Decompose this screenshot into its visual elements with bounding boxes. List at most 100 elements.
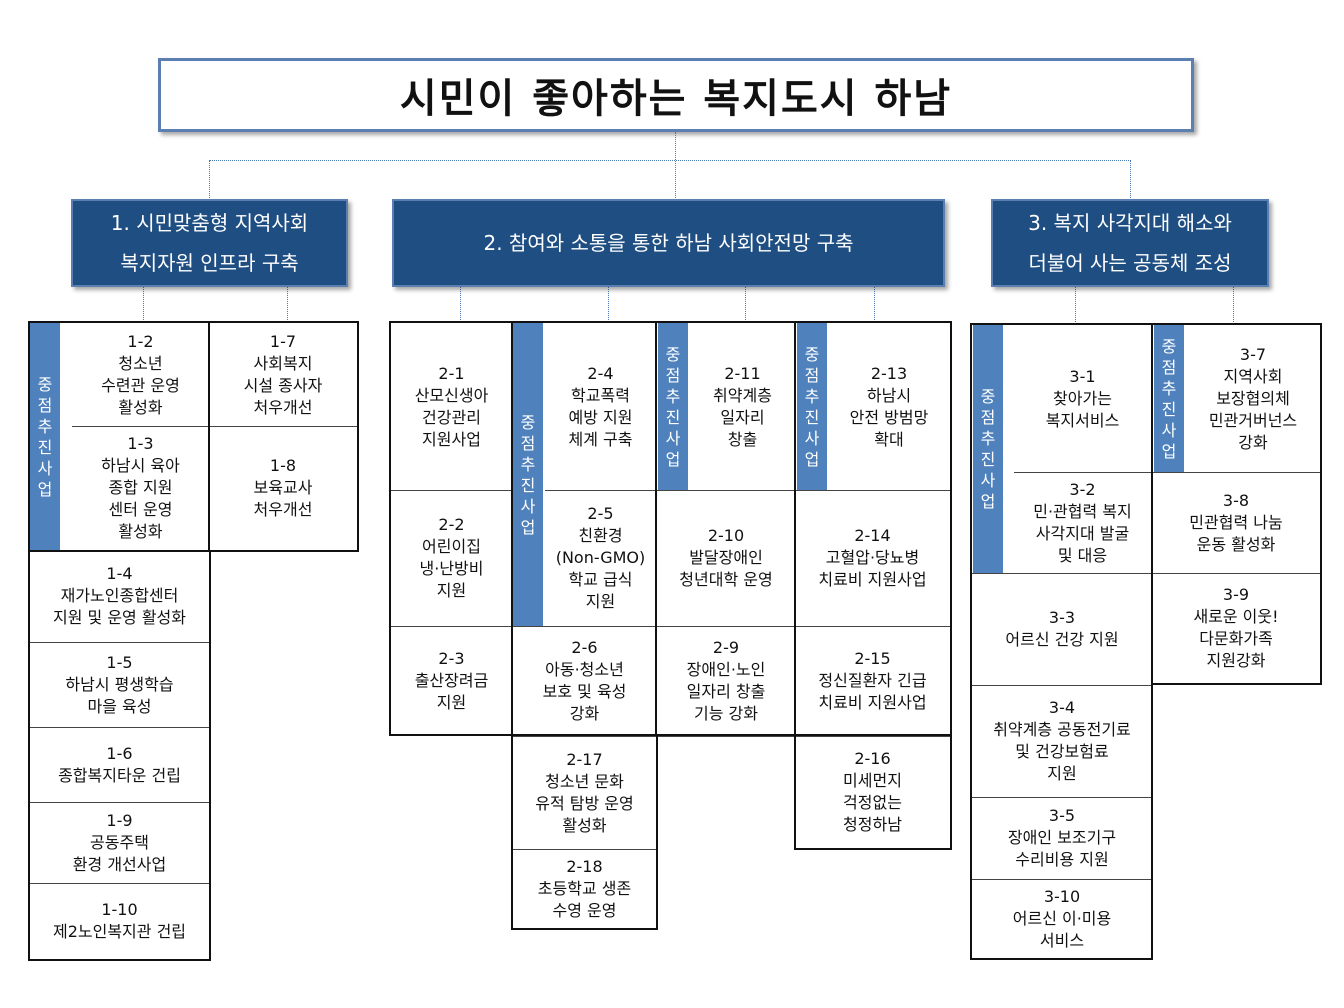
connector <box>287 286 288 322</box>
project-text: 및 건강보험료 <box>1015 742 1109 761</box>
project-1-9: 1-9 공동주택 환경 개선사업 <box>30 802 209 883</box>
grid-line <box>655 321 657 736</box>
grid-line <box>390 626 950 627</box>
project-number: 1-10 <box>101 900 138 919</box>
project-text: 공동주택 <box>90 832 149 852</box>
project-text: 하남시 평생학습 <box>65 674 174 694</box>
connector <box>1130 160 1131 200</box>
project-text: 청년대학 운영 <box>679 570 773 589</box>
project-text: 예방 지원 <box>568 407 633 427</box>
project-text: 산모신생아 <box>414 385 489 405</box>
goal-3-line-1: 3. 복지 사각지대 해소와 <box>1028 211 1232 235</box>
project-text: 복지서비스 <box>1045 410 1120 430</box>
project-number: 2-10 <box>707 526 745 545</box>
project-text: 수리비용 지원 <box>1015 850 1109 869</box>
project-text: 지원 <box>585 592 616 611</box>
project-text: 찾아가는 <box>1053 388 1112 408</box>
project-text: 시설 종사자 <box>243 375 323 395</box>
connector <box>460 286 461 322</box>
project-2-15: 2-15 정신질환자 긴급 치료비 지원사업 <box>796 626 949 736</box>
project-text: 마을 육성 <box>87 696 152 716</box>
project-text: 보육교사 <box>253 478 313 497</box>
project-3-5: 3-5 장애인 보조기구 수리비용 지원 <box>973 797 1151 879</box>
project-text: 서비스 <box>1039 930 1085 950</box>
project-text: 냉·난방비 <box>419 559 484 578</box>
connector <box>1233 286 1234 322</box>
project-text: 활성화 <box>562 815 607 835</box>
project-text: 일자리 <box>720 407 765 427</box>
project-number: 3-7 <box>1239 344 1267 364</box>
project-text: 청소년 문화 <box>545 771 624 791</box>
project-3-4: 3-4 취약계층 공동전기료 및 건강보험료 지원 <box>973 685 1151 797</box>
project-2-9: 2-9 장애인·노인 일자리 창출 기능 강화 <box>657 626 795 736</box>
connector <box>143 286 144 322</box>
project-number: 1-7 <box>269 331 297 351</box>
project-text: 어린이집 <box>422 537 481 556</box>
project-2-17: 2-17 청소년 문화 유적 탐방 운영 활성화 <box>513 736 656 849</box>
grid-line <box>30 727 209 728</box>
connector <box>209 160 210 200</box>
connector <box>745 286 746 322</box>
project-1-4: 1-4 재가노인종합센터 지원 및 운영 활성화 <box>30 550 209 642</box>
project-2-4: 2-4 학교폭력 예방 지원 체계 구축 <box>545 323 656 490</box>
project-text: 장애인·노인 <box>686 660 766 679</box>
project-number: 2-17 <box>566 749 603 769</box>
project-text: 지원사업 <box>422 429 481 449</box>
project-2-14: 2-14 고혈압·당뇨병 치료비 지원사업 <box>796 490 949 626</box>
goal-3: 3. 복지 사각지대 해소와 더불어 사는 공동체 조성 <box>991 199 1269 287</box>
connector <box>1075 286 1076 322</box>
grid-line <box>972 685 1151 686</box>
project-number: 1-4 <box>106 564 133 583</box>
project-number: 2-16 <box>854 749 891 768</box>
project-text: 창출 <box>727 429 758 449</box>
project-text: 활성화 <box>118 522 163 541</box>
goal-1: 1. 시민맞춤형 지역사회 복지자원 인프라 구축 <box>71 199 348 287</box>
project-number: 2-1 <box>438 363 465 383</box>
project-text: 친환경 <box>578 526 623 545</box>
project-text: 일자리 창출 <box>686 682 766 701</box>
project-text: 지역사회 <box>1223 366 1283 386</box>
project-number: 2-15 <box>854 649 891 668</box>
project-text: 및 대응 <box>1057 545 1108 565</box>
goal-2: 2. 참여와 소통을 통한 하남 사회안전망 구축 <box>392 199 945 287</box>
project-text: 지원 <box>436 692 467 712</box>
project-1-7: 1-7 사회복지 시설 종사자 처우개선 <box>209 323 357 426</box>
project-text: 청소년 <box>118 353 163 373</box>
project-text: 종합 지원 <box>108 478 173 497</box>
project-number: 3-2 <box>1069 479 1096 499</box>
project-text: 활성화 <box>118 397 163 417</box>
project-3-2: 3-2 민·관협력 복지 사각지대 발굴 및 대응 <box>1014 472 1151 573</box>
project-number: 3-4 <box>1048 698 1076 717</box>
project-number: 3-5 <box>1048 806 1076 825</box>
project-3-1: 3-1 찾아가는 복지서비스 <box>1014 325 1151 472</box>
project-1-5: 1-5 하남시 평생학습 마을 육성 <box>30 642 209 727</box>
project-text: 걱정없는 <box>843 793 902 812</box>
project-2-16: 2-16 미세먼지 걱정없는 청정하남 <box>796 736 949 848</box>
project-number: 2-2 <box>438 515 465 534</box>
project-number: 2-14 <box>854 526 891 545</box>
grid-line <box>390 490 512 491</box>
project-text: 처우개선 <box>253 500 313 519</box>
project-text: 강화 <box>1238 432 1268 452</box>
project-text: 새로운 이웃! <box>1193 607 1279 626</box>
project-text: 체계 구축 <box>568 429 633 449</box>
goal-1-line-2: 복지자원 인프라 구축 <box>120 251 299 275</box>
project-text: 처우개선 <box>253 397 313 417</box>
project-text: 하남시 육아 <box>101 456 180 475</box>
project-text: 민·관협력 복지 <box>1033 501 1132 521</box>
project-text: 보장협의체 <box>1216 388 1290 408</box>
project-2-2: 2-2 어린이집 냉·난방비 지원 <box>391 490 512 626</box>
connector <box>874 286 875 322</box>
grid-line <box>512 849 656 850</box>
grid-line <box>972 573 1321 574</box>
project-text: 치료비 지원사업 <box>818 570 927 589</box>
diagram-title: 시민이 좋아하는 복지도시 하남 <box>158 58 1194 132</box>
project-number: 3-3 <box>1048 608 1076 627</box>
project-text: 민관거버넌스 <box>1208 410 1298 430</box>
